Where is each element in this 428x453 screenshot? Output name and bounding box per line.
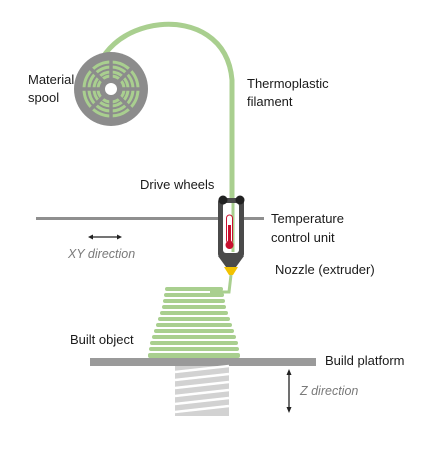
drive-wheel-right bbox=[235, 195, 245, 205]
label-thermoplastic-filament-2: filament bbox=[247, 94, 293, 109]
xy-arrow-icon bbox=[88, 234, 122, 240]
built-object bbox=[148, 287, 240, 358]
material-spool bbox=[74, 52, 148, 126]
gantry-rail bbox=[36, 217, 264, 220]
label-material-spool-2: spool bbox=[28, 90, 59, 105]
label-build-platform: Build platform bbox=[325, 353, 404, 368]
label-nozzle: Nozzle (extruder) bbox=[275, 262, 375, 277]
label-temperature-control-unit-1: Temperature bbox=[271, 211, 344, 226]
label-temperature-control-unit-2: control unit bbox=[271, 230, 335, 245]
z-arrow-icon bbox=[286, 369, 292, 413]
extruded-bead bbox=[210, 274, 233, 294]
nozzle-tip bbox=[224, 267, 238, 275]
thermometer-icon bbox=[225, 214, 234, 249]
label-drive-wheels: Drive wheels bbox=[140, 177, 215, 192]
label-thermoplastic-filament-1: Thermoplastic bbox=[247, 76, 329, 91]
drive-wheel-left bbox=[218, 195, 228, 205]
build-platform bbox=[90, 358, 316, 366]
label-z-direction: Z direction bbox=[299, 384, 358, 398]
extruder-head bbox=[218, 195, 245, 275]
z-screw bbox=[174, 364, 230, 416]
label-xy-direction: XY direction bbox=[67, 247, 135, 261]
label-built-object: Built object bbox=[70, 332, 134, 347]
label-material-spool-1: Material bbox=[28, 72, 74, 87]
